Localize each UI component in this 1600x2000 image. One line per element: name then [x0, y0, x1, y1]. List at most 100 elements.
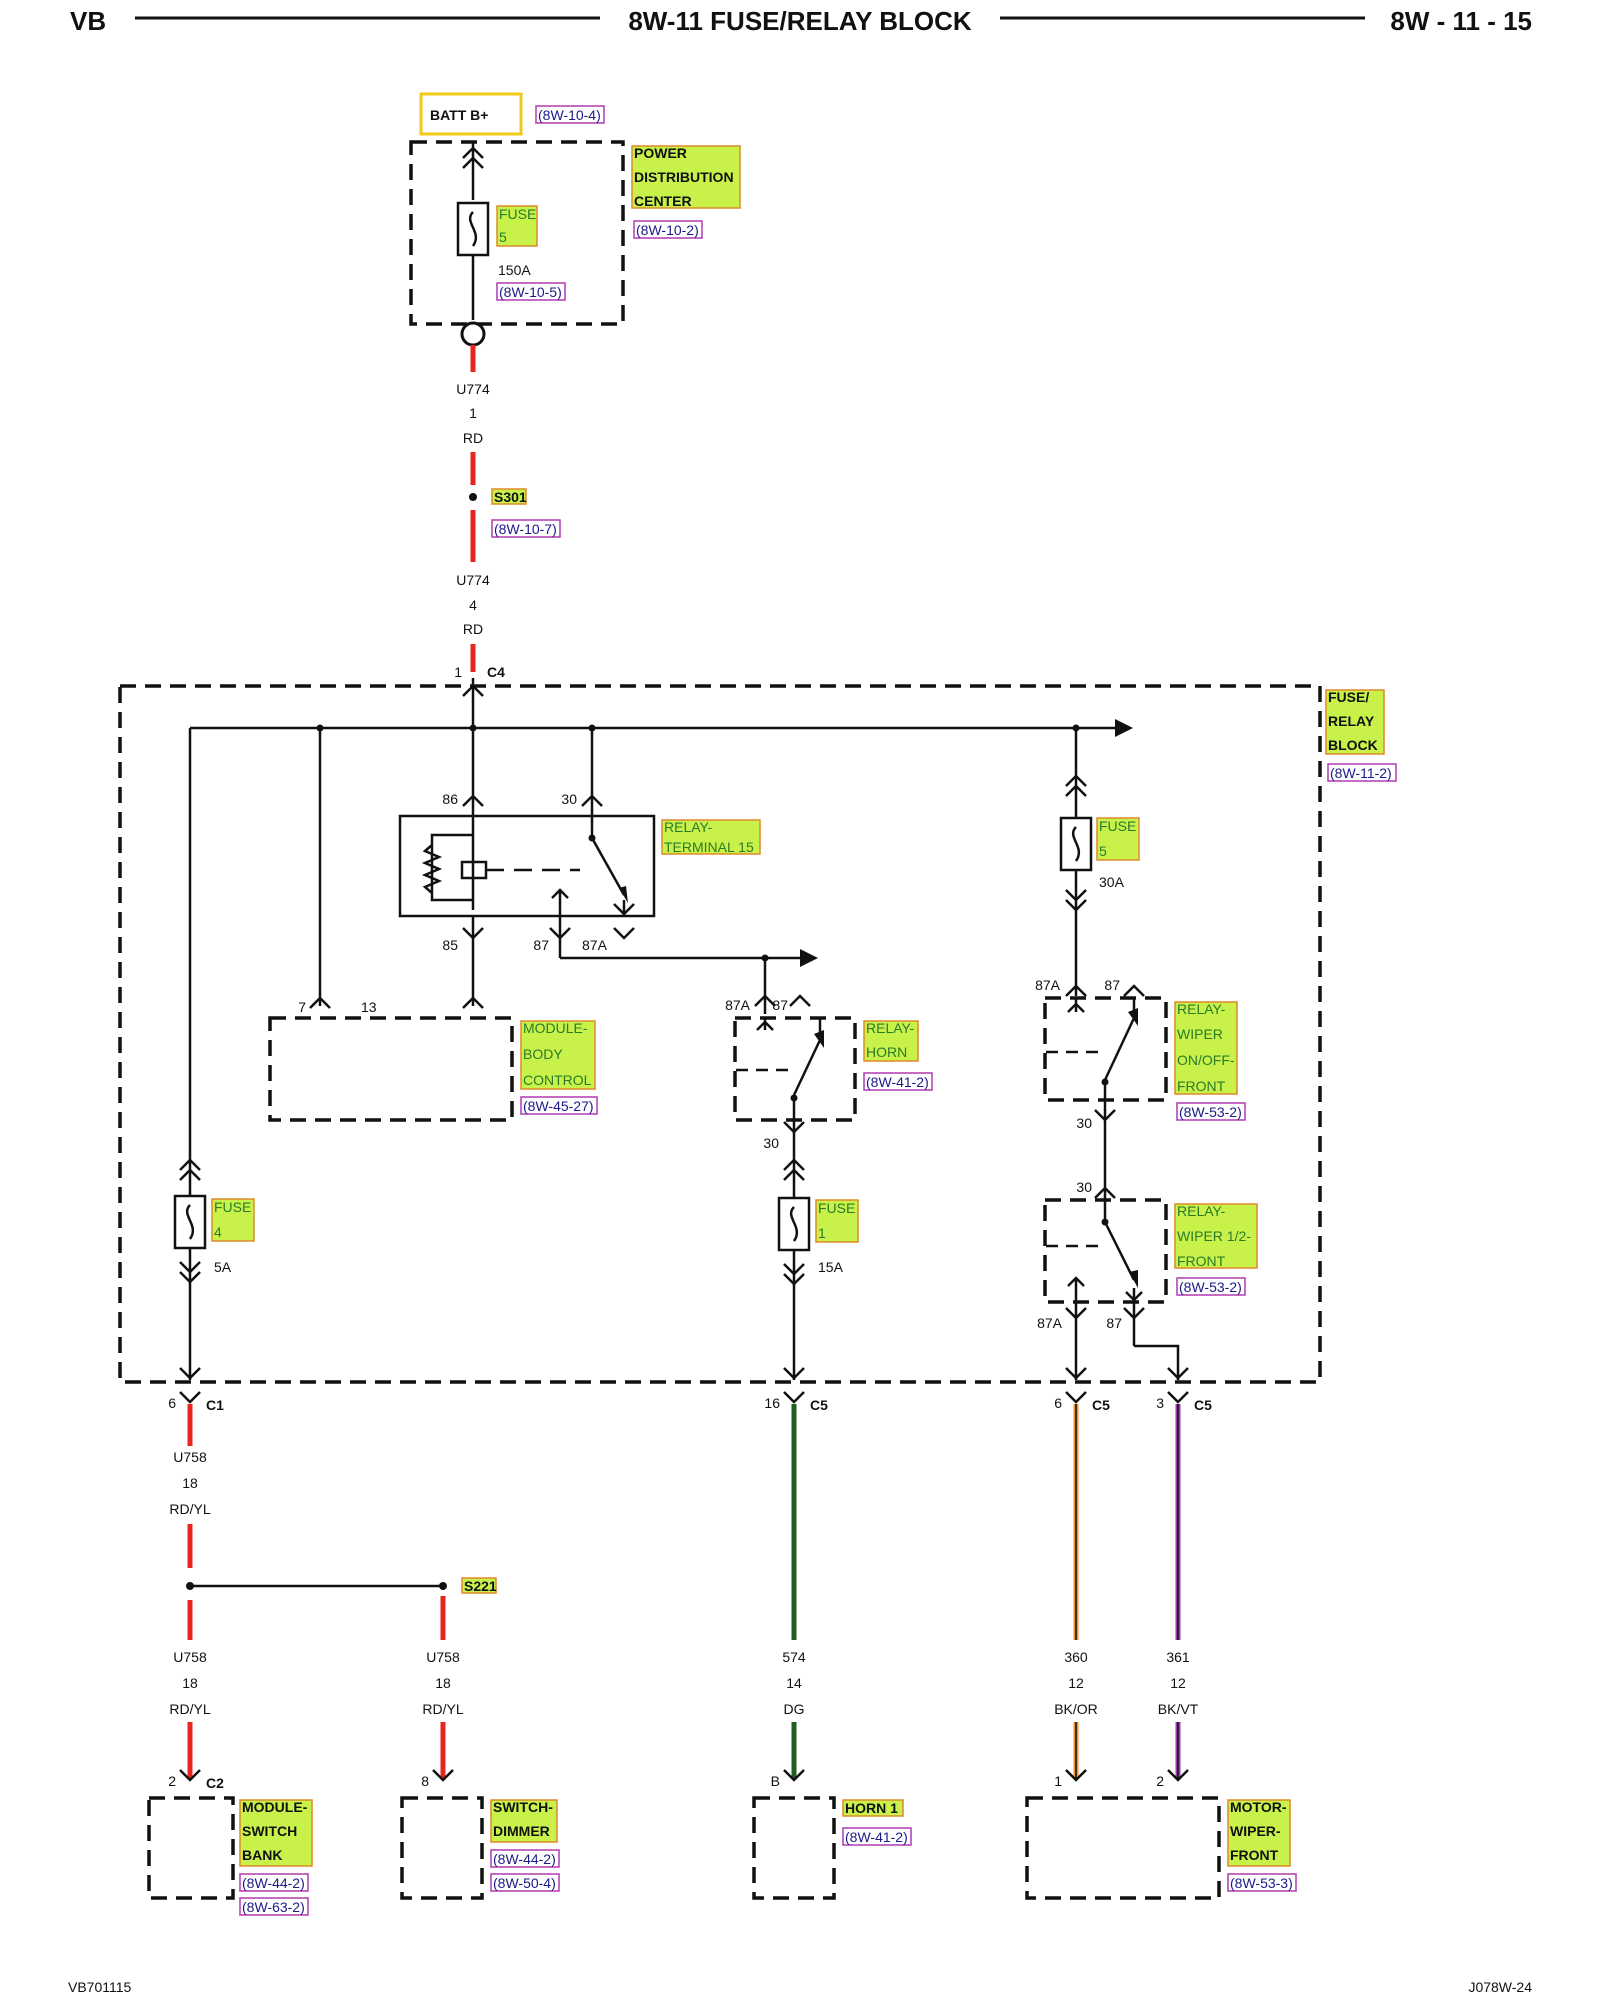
horn-relay-line2: HORN: [866, 1044, 907, 1060]
horn1-pin: B: [771, 1773, 780, 1789]
footer-right: J078W-24: [1468, 1979, 1532, 1995]
wiper-onoff-line4: FRONT: [1177, 1078, 1226, 1094]
frb-line2: RELAY: [1328, 713, 1375, 729]
wiper-onoff-line2: WIPER: [1177, 1026, 1223, 1042]
wiper-onoff-pin87a: 87A: [1035, 977, 1061, 993]
u758-right-gauge: 18: [435, 1675, 451, 1691]
c5a-connector: C5: [810, 1397, 828, 1413]
wiper-half-pin87a: 87A: [1037, 1315, 1063, 1331]
bcm-line3: CONTROL: [523, 1072, 592, 1088]
dimmer-line2: DIMMER: [493, 1823, 550, 1839]
fuse4-rating: 5A: [214, 1259, 232, 1275]
fuse4-number: 4: [214, 1224, 222, 1240]
wiper-onoff-ref: (8W-53-2): [1179, 1104, 1242, 1120]
u774-bot-circuit: U774: [456, 572, 490, 588]
msb-line1: MODULE-: [242, 1799, 308, 1815]
w361-color: BK/VT: [1158, 1701, 1199, 1717]
relay-t15-pin87: 87: [533, 937, 549, 953]
u758-left-circuit: U758: [173, 1649, 207, 1665]
motor-pin2: 2: [1156, 1773, 1164, 1789]
wiper-half-pin30: 30: [1076, 1179, 1092, 1195]
batt-b-plus: BATT B+ (8W-10-4): [419, 92, 605, 136]
horn1-ref: (8W-41-2): [845, 1829, 908, 1845]
msb-ref2: (8W-63-2): [242, 1899, 305, 1915]
pdc-line3: CENTER: [634, 193, 692, 209]
motor-line3: FRONT: [1230, 1847, 1279, 1863]
u758-left-color: RD/YL: [169, 1701, 210, 1717]
bcm-pin7: 7: [298, 999, 306, 1015]
batt-label: BATT B+: [430, 107, 488, 123]
wiper-onoff-line1: RELAY-: [1177, 1001, 1226, 1017]
bcm-ref: (8W-45-27): [523, 1098, 594, 1114]
pdc-line2: DISTRIBUTION: [634, 169, 734, 185]
relay-t15-body: [398, 814, 656, 918]
motor-line1: MOTOR-: [1230, 1799, 1287, 1815]
wiper-half-pin87: 87: [1106, 1315, 1122, 1331]
frb-ref: (8W-11-2): [1330, 765, 1392, 781]
u758-top-color: RD/YL: [169, 1501, 210, 1517]
c4-pin: 1: [454, 664, 462, 680]
msb-ref1: (8W-44-2): [242, 1875, 305, 1891]
w361-circuit: 361: [1166, 1649, 1190, 1665]
horn-relay-pin87a: 87A: [725, 997, 751, 1013]
pdc-fuse-number: 5: [499, 229, 507, 245]
relay-t15-pin30: 30: [561, 791, 577, 807]
u774-bot-color: RD: [463, 621, 483, 637]
pdc-ref: (8W-10-2): [636, 222, 699, 238]
motor-pin1: 1: [1054, 1773, 1062, 1789]
header-left: VB: [70, 6, 106, 36]
splice-s301-dot: [469, 493, 477, 501]
relay-t15-pin86: 86: [442, 791, 458, 807]
horn-1: B HORN 1 (8W-41-2): [752, 1769, 912, 1900]
frb-fuse5-label: FUSE: [1099, 818, 1136, 834]
wiper-onoff-pin30: 30: [1076, 1115, 1092, 1131]
wiper-half-ref: (8W-53-2): [1179, 1279, 1242, 1295]
w574-circuit: 574: [782, 1649, 806, 1665]
horn1-label: HORN 1: [845, 1800, 898, 1816]
power-distribution-center: POWER DISTRIBUTION CENTER (8W-10-2) FUSE…: [409, 140, 741, 347]
w361-gauge: 12: [1170, 1675, 1186, 1691]
wire-labels-right: 574 14 DG 360 12 BK/OR 361 12 BK/VT: [782, 1649, 1199, 1778]
relay-t15-line1: RELAY-: [664, 819, 713, 835]
frb-fuse5-rating: 30A: [1099, 874, 1125, 890]
dimmer-line1: SWITCH-: [493, 1799, 553, 1815]
w360-gauge: 12: [1068, 1675, 1084, 1691]
header-title: 8W-11 FUSE/RELAY BLOCK: [628, 6, 972, 36]
frb-fuse5-number: 5: [1099, 843, 1107, 859]
switch-dimmer: 8 SWITCH- DIMMER (8W-44-2) (8W-50-4): [400, 1769, 560, 1900]
c5a-pin: 16: [764, 1395, 780, 1411]
relay-t15-line2: TERMINAL 15: [664, 839, 754, 855]
w574-color: DG: [784, 1701, 805, 1717]
dimmer-pin: 8: [421, 1773, 429, 1789]
horn-relay-pin87: 87: [772, 997, 788, 1013]
c5c-pin: 3: [1156, 1395, 1164, 1411]
pdc-fuse-rating: 150A: [498, 262, 531, 278]
u758-left-gauge: 18: [182, 1675, 198, 1691]
splice-s301-ref: (8W-10-7): [494, 521, 557, 537]
frb-line1: FUSE/: [1328, 689, 1369, 705]
relay-t15-pin85: 85: [442, 937, 458, 953]
frb-line3: BLOCK: [1328, 737, 1378, 753]
fuse1-number: 1: [818, 1225, 826, 1241]
c5c-connector: C5: [1194, 1397, 1212, 1413]
wire-u758: U758 18 RD/YL S221 U758 18 RD/YL U758 18…: [169, 1449, 497, 1778]
batt-ref: (8W-10-4): [538, 107, 601, 123]
wire-u774: U774 1 RD S301 (8W-10-7) U774 4 RD 1 C4: [454, 345, 561, 680]
motor-wiper-front: 1 2 MOTOR- WIPER- FRONT (8W-53-3): [1025, 1769, 1297, 1900]
u774-bot-gauge: 4: [469, 597, 477, 613]
wiper-onoff-line3: ON/OFF-: [1177, 1052, 1235, 1068]
relay-t15-pin87a: 87A: [582, 937, 608, 953]
u758-top-gauge: 18: [182, 1475, 198, 1491]
bus-arrow: [1115, 719, 1133, 737]
wiper-half-line1: RELAY-: [1177, 1203, 1226, 1219]
footer-left: VB701115: [68, 1979, 132, 1995]
msb-line3: BANK: [242, 1847, 282, 1863]
msb-pin: 2: [168, 1773, 176, 1789]
bcm-line2: BODY: [523, 1046, 563, 1062]
w360-color: BK/OR: [1054, 1701, 1098, 1717]
dimmer-ref1: (8W-44-2): [493, 1851, 556, 1867]
pdc-fuse-ref: (8W-10-5): [499, 284, 562, 300]
dimmer-ref2: (8W-50-4): [493, 1875, 556, 1891]
page-header: VB 8W-11 FUSE/RELAY BLOCK 8W - 11 - 15: [70, 6, 1532, 36]
